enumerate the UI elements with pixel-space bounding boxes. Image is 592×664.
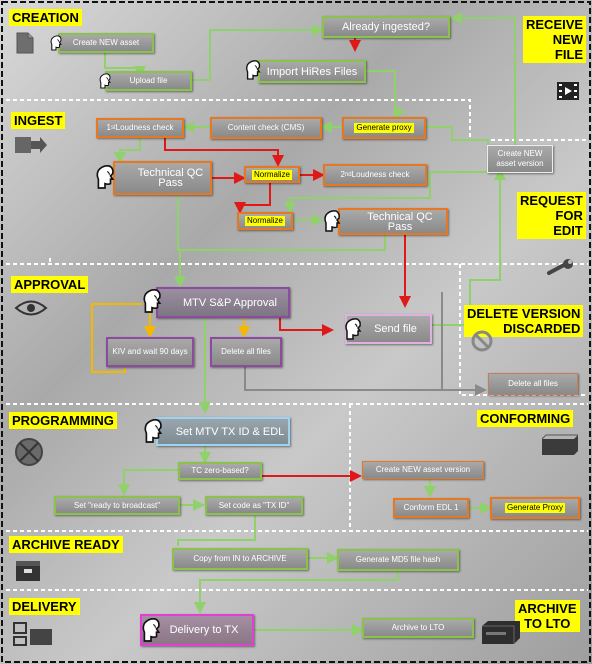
section-programming: PROGRAMMING — [9, 412, 117, 429]
section-archive-ready: ARCHIVE READY — [9, 536, 123, 553]
loudness-check-1-text: Loudness check — [115, 123, 174, 132]
person-head-icon — [142, 415, 164, 447]
section-receive-new-file: RECEIVE NEW FILE — [523, 16, 587, 63]
mtv-sp-approval-box[interactable]: MTV S&P Approval — [156, 287, 290, 318]
person-head-icon — [141, 285, 163, 317]
gray-flow — [244, 292, 487, 396]
generate-proxy-1-label: Generate proxy — [354, 123, 414, 133]
delivery-screens-icon — [13, 621, 55, 647]
label-line: FOR — [555, 208, 583, 223]
section-conforming: CONFORMING — [477, 410, 574, 427]
delivery-to-tx-box[interactable]: Delivery to TX — [140, 614, 254, 646]
archive-box-icon — [15, 560, 41, 582]
section-ingest: INGEST — [11, 112, 66, 129]
delete-all-files-approval-box[interactable]: Delete all files — [210, 337, 282, 367]
person-head-icon — [98, 70, 112, 92]
label-line: NEW — [552, 32, 584, 47]
content-check-label: Content check (CMS) — [227, 123, 305, 132]
label-line: TO LTO — [524, 616, 571, 631]
loudness-check-2-text: Loudness check — [351, 170, 410, 179]
content-check-box[interactable]: Content check (CMS) — [210, 117, 322, 139]
section-request-for-edit: REQUEST FOR EDIT — [517, 192, 586, 239]
yellow-flow — [91, 303, 250, 373]
create-new-asset-box[interactable]: Create NEW asset — [58, 33, 154, 53]
ingest-arrow-icon — [14, 135, 48, 155]
label-line: DELETE VERSION — [467, 306, 581, 321]
label-line: RECEIVE — [526, 17, 584, 32]
person-head-icon — [49, 32, 63, 54]
set-mtv-tx-id-box[interactable]: Set MTV TX ID & EDL — [156, 417, 290, 446]
set-ready-to-broadcast-box[interactable]: Set "ready to broadcast" — [54, 496, 180, 515]
delete-all-files-right-box[interactable]: Delete all files — [488, 373, 578, 395]
label-line: REQUEST — [520, 193, 583, 208]
technical-qc-pass-1-box[interactable]: Technical QC Pass — [113, 161, 212, 195]
create-new-asset-version-conf-box[interactable]: Create NEW asset version — [362, 461, 484, 479]
loudness-check-1-num: 1 — [106, 123, 111, 132]
set-code-as-tx-id-box[interactable]: Set code as "TX ID" — [205, 496, 303, 515]
generate-proxy-2-box[interactable]: Generate Proxy — [490, 497, 580, 519]
normalize-2-box[interactable]: Normalize — [237, 212, 293, 230]
person-head-icon — [140, 614, 162, 646]
film-icon — [556, 81, 580, 101]
tape-drive-icon — [478, 620, 522, 646]
generate-proxy-2-label: Generate Proxy — [504, 503, 566, 513]
eye-icon — [14, 299, 48, 317]
generate-md5-box[interactable]: Generate MD5 file hash — [337, 549, 459, 571]
section-archive-to-lto: ARCHIVE TO LTO — [515, 600, 580, 632]
person-head-icon — [343, 314, 363, 344]
normalize-1-box[interactable]: Normalize — [244, 166, 300, 183]
section-approval: APPROVAL — [11, 276, 89, 293]
label-line: FILE — [554, 47, 584, 62]
import-hires-files-box[interactable]: Import HiRes Files — [258, 60, 366, 83]
red-flow — [164, 38, 411, 482]
label-line: DISCARDED — [503, 321, 581, 336]
section-delivery: DELIVERY — [9, 598, 80, 615]
label-line: EDIT — [553, 223, 583, 238]
archive-to-lto-box[interactable]: Archive to LTO — [362, 618, 474, 638]
green-flow — [104, 12, 516, 636]
tc-zero-based-box[interactable]: TC zero-based? — [178, 462, 262, 480]
section-creation: CREATION — [9, 9, 82, 26]
section-dividers — [6, 99, 588, 591]
person-head-icon — [94, 161, 116, 193]
already-ingested-box[interactable]: Already ingested? — [322, 16, 450, 38]
loudness-check-2-num: 2 — [340, 170, 345, 179]
conform-edl-1-box[interactable]: Conform EDL 1 — [393, 498, 469, 518]
normalize-2-label: Normalize — [244, 216, 285, 226]
create-new-asset-version-right-box[interactable]: Create NEW asset version — [487, 145, 553, 173]
wrench-icon — [546, 259, 576, 277]
person-head-icon — [322, 206, 342, 236]
generate-proxy-1-box[interactable]: Generate proxy — [342, 117, 426, 139]
copy-in-to-archive-box[interactable]: Copy from IN to ARCHIVE — [172, 548, 308, 570]
upload-file-box[interactable]: Upload file — [105, 71, 192, 91]
loudness-check-2-sup: nd — [344, 172, 352, 178]
no-entry-icon — [471, 330, 493, 352]
kiv-wait-box[interactable]: KIV and wait 90 days — [106, 337, 194, 367]
person-head-icon — [244, 57, 262, 83]
document-icon — [16, 32, 34, 54]
cross-circle-icon — [14, 437, 44, 467]
label-line: ARCHIVE — [518, 601, 577, 616]
normalize-1-label: Normalize — [251, 169, 292, 180]
loudness-check-1-sup: st — [110, 125, 116, 131]
conform-box-icon — [540, 433, 580, 457]
technical-qc-pass-2-box[interactable]: Technical QC Pass — [338, 208, 448, 235]
